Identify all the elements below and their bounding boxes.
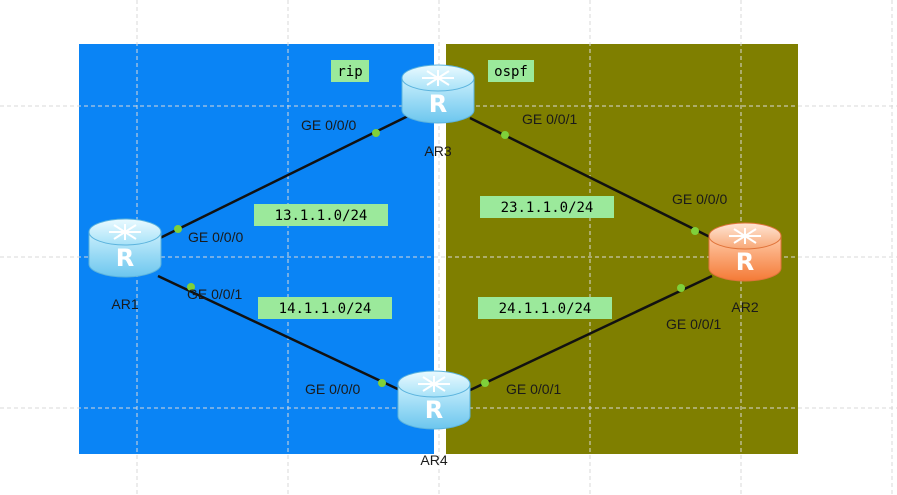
ospf-area-text: ospf <box>494 64 528 80</box>
router-ar2[interactable]: R AR2 <box>708 222 782 315</box>
port-dot <box>378 379 386 387</box>
port-dot <box>691 227 699 235</box>
subnet-text: 14.1.1.0/24 <box>279 301 372 317</box>
router-icon: R <box>397 370 471 430</box>
port-dot <box>187 283 195 291</box>
svg-text:R: R <box>425 396 443 424</box>
port-dot <box>372 129 380 137</box>
port-dots <box>174 129 699 387</box>
svg-text:R: R <box>116 244 134 272</box>
rip-area-label: rip <box>331 60 369 82</box>
router-name-ar1: AR1 <box>111 296 138 312</box>
router-name-ar2: AR2 <box>731 299 758 315</box>
port-dot <box>501 131 509 139</box>
router-name-ar4: AR4 <box>420 452 447 468</box>
router-ar4[interactable]: R AR4 <box>397 370 471 468</box>
interface-label-ar3-ge000: GE 0/0/0 <box>301 117 356 133</box>
interface-label-ar2-ge000: GE 0/0/0 <box>672 191 727 207</box>
subnet-label-23: 23.1.1.0/24 <box>480 196 614 218</box>
interface-label-ar2-ge001: GE 0/0/1 <box>666 316 721 332</box>
interface-label-ar4-ge000: GE 0/0/0 <box>305 381 360 397</box>
subnet-label-13: 13.1.1.0/24 <box>254 204 388 226</box>
subnet-label-14: 14.1.1.0/24 <box>258 297 392 319</box>
links <box>157 114 717 394</box>
svg-text:R: R <box>429 90 447 118</box>
interface-label-ar4-ge001: GE 0/0/1 <box>506 381 561 397</box>
router-name-ar3: AR3 <box>424 143 451 159</box>
link-ar3-ar2[interactable] <box>469 116 717 242</box>
link-ar4-ar2[interactable] <box>465 274 713 394</box>
port-dot <box>677 284 685 292</box>
router-ar1[interactable]: R AR1 <box>88 218 162 312</box>
router-icon: R <box>401 64 475 124</box>
router-ar3[interactable]: R AR3 <box>401 64 475 159</box>
subnet-text: 23.1.1.0/24 <box>501 200 594 216</box>
svg-text:R: R <box>736 248 754 276</box>
router-icon: R <box>88 218 162 278</box>
subnet-text: 13.1.1.0/24 <box>275 208 368 224</box>
interface-label-ar1-ge000: GE 0/0/0 <box>188 229 243 245</box>
link-ar1-ar3[interactable] <box>159 114 409 240</box>
router-icon: R <box>708 222 782 282</box>
subnet-label-24: 24.1.1.0/24 <box>478 297 612 319</box>
ospf-area-label: ospf <box>488 60 534 82</box>
interface-label-ar3-ge001: GE 0/0/1 <box>522 111 577 127</box>
subnet-text: 24.1.1.0/24 <box>499 301 592 317</box>
port-dot <box>174 225 182 233</box>
port-dot <box>481 379 489 387</box>
interface-label-ar1-ge001: GE 0/0/1 <box>187 286 242 302</box>
rip-area-text: rip <box>337 64 362 80</box>
link-ar1-ar4[interactable] <box>157 274 405 394</box>
